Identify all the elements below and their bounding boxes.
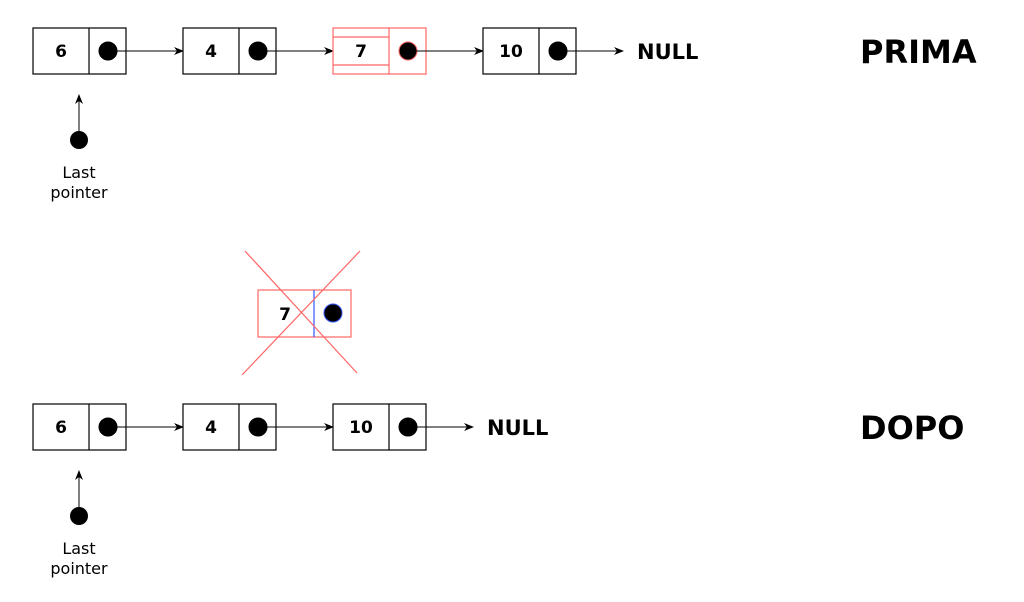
pointer-label-line2: pointer [50,559,108,578]
cross-line [241,250,361,376]
pointer-label-line2: pointer [50,183,108,202]
pointer-label-line1: Last [62,163,95,182]
null-label: NULL [487,416,548,440]
title-prima: PRIMA [860,33,977,71]
pointer-dot [70,131,88,149]
node-value: 10 [349,418,373,438]
list-node: 10 [332,403,474,451]
list-node: 4 [182,27,334,75]
list-node: 7 [332,27,484,75]
pointer-dot [323,303,343,323]
list-node: 10 [482,27,624,75]
list-node: 6 [32,403,184,451]
pointer-label-line1: Last [62,539,95,558]
node-value: 7 [355,42,367,62]
deleted-node-group: 7 [241,250,361,376]
list-node: 4 [182,403,334,451]
node-value: 6 [55,418,67,438]
node-value: 4 [205,42,217,62]
cross-line [244,250,358,374]
title-dopo: DOPO [860,409,964,447]
node-value: 4 [205,418,217,438]
deleted-node-value: 7 [279,305,291,325]
pointer-dot [70,507,88,525]
node-value: 10 [499,42,523,62]
node-value: 6 [55,42,67,62]
list-node: 6 [32,27,184,75]
null-label: NULL [637,40,698,64]
